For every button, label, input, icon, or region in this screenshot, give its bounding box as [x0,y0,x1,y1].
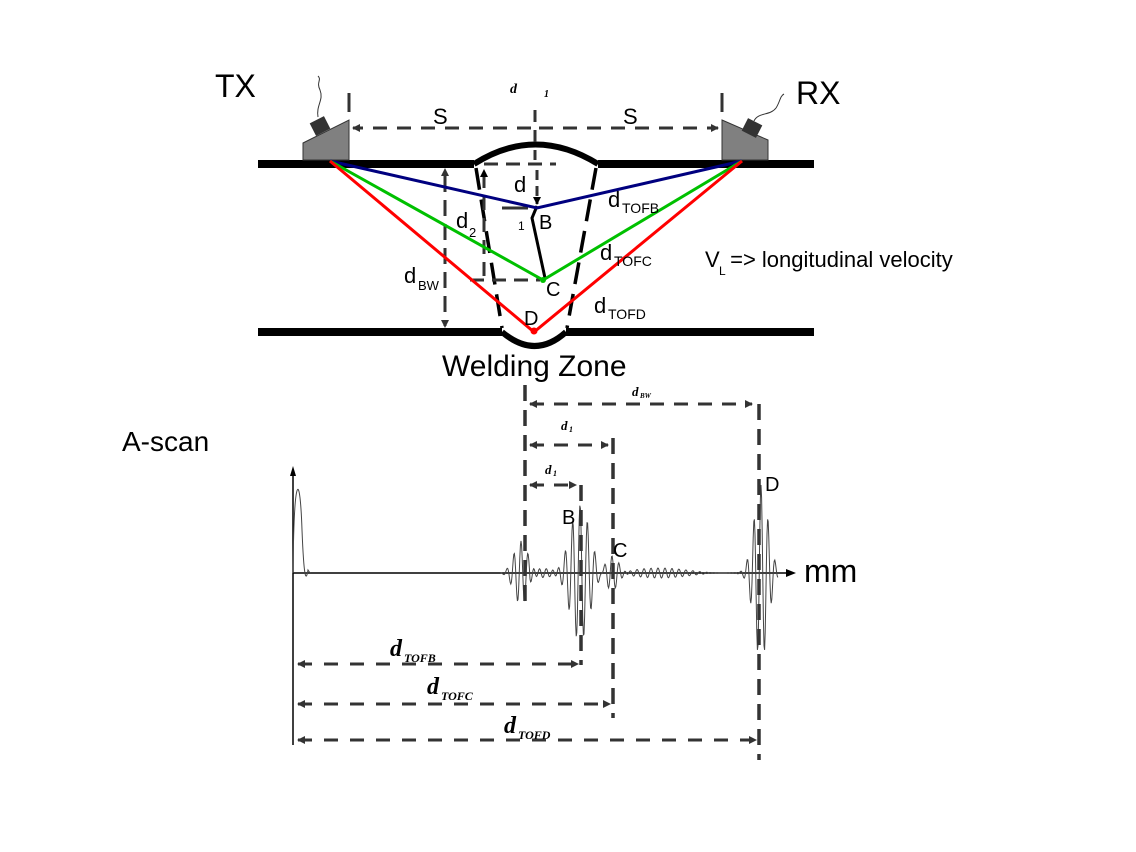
ascan-x-unit: mm [804,553,857,589]
velocity-symbol: V [705,247,720,272]
tofb-sub: TOFB [622,200,659,216]
fusion-line-right [565,167,598,329]
ascan-tofc-sub: TOFC [441,689,474,703]
velocity-description: => longitudinal velocity [724,247,953,272]
point-c-dot [540,277,546,283]
point-d-dot [530,327,538,335]
point-c-label: C [546,279,560,301]
tx-cable [317,75,322,118]
top-dim-label: d [510,82,518,97]
ascan-tofd-label: d [504,713,517,739]
dbw-arrow-down [441,320,449,328]
ascan-title: A-scan [122,426,209,457]
top-plate-right [598,160,814,168]
ascan-dim-c-sub: 1 [569,425,573,434]
tofd-label: d [594,293,606,318]
s-label-left: S [433,104,448,129]
rx-cable [753,93,785,122]
bottom-plate-left [258,328,502,336]
rx-probe [721,93,785,161]
s-label-right: S [623,104,638,129]
ascan-waveform [292,484,779,650]
point-b-label: B [539,212,552,234]
dbw-label: d [404,263,416,288]
tofb-label: d [608,187,620,212]
tx-label: TX [215,68,256,104]
dbw-sub: BW [418,278,440,293]
ascan-tofb-sub: TOFB [404,651,436,665]
fusion-line-left [474,167,504,329]
top-dim-sub: 1 [544,89,549,100]
top-plate-left [258,160,474,168]
ascan-y-arrow [290,466,296,476]
ascan-tofc-label: d [427,674,440,700]
point-d-label: D [524,308,538,330]
d2-label: d [456,208,468,233]
tofc-label: d [600,240,612,265]
ascan-x-arrow [786,569,796,577]
ascan-peak-c: C [613,540,627,562]
ascan-peak-b: B [562,507,575,529]
velocity-sub: L [719,264,726,278]
ascan-peak-d: D [765,474,779,496]
ascan-dim-c-label: d [561,418,568,433]
ascan-dim-bw-sub: BW [639,392,652,400]
crack-defect [530,205,547,279]
ascan-tofb-label: d [390,636,403,662]
ascan-dim-b-label: d [545,462,552,477]
tofc-sub: TOFC [614,253,652,269]
dbw-arrow-up [441,168,449,176]
rx-label: RX [796,75,840,111]
path-tofb [329,159,743,210]
d2-sub: 2 [469,225,476,240]
d1-label: d [514,172,526,197]
bottom-plate-right [566,328,814,336]
ascan-dim-bw-label: d [632,384,639,399]
tx-probe [302,75,350,161]
ascan-tofd-sub: TOFD [518,728,551,742]
weld-cap [472,141,600,167]
tofd-sub: TOFD [608,306,646,322]
ascan-dim-b-sub: 1 [553,469,557,478]
weld-root [500,329,569,349]
d1-sub: 1 [518,219,525,233]
welding-zone-label: Welding Zone [442,350,627,383]
